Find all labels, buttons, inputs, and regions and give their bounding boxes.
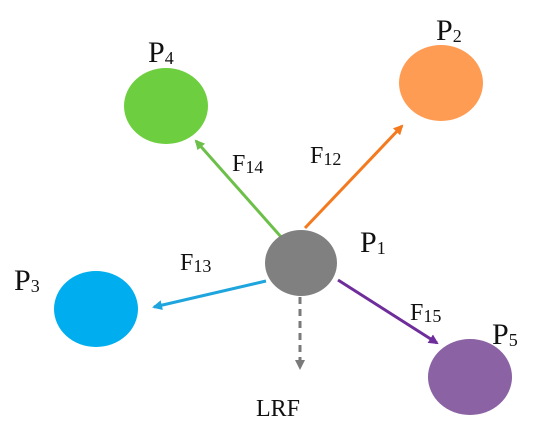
label-p2: P2	[436, 14, 462, 47]
label-p1: P1	[360, 226, 386, 259]
arrow-f15	[337, 278, 439, 345]
node-p4	[124, 68, 208, 144]
arrow-f12	[303, 124, 404, 230]
label-f12: F12	[310, 143, 341, 169]
label-p5: P5	[492, 318, 518, 351]
label-p3: P3	[14, 264, 40, 297]
node-p3	[54, 271, 138, 347]
label-p4: P4	[148, 36, 174, 69]
label-f15: F15	[410, 300, 441, 326]
label-f13: F13	[180, 250, 211, 276]
label-lrf: LRF	[256, 396, 300, 422]
arrow-f14	[194, 139, 284, 239]
node-p2	[399, 45, 483, 121]
node-p1	[265, 230, 337, 296]
label-f14: F14	[232, 151, 263, 177]
node-p5	[428, 339, 512, 415]
arrow-f13	[152, 279, 267, 311]
